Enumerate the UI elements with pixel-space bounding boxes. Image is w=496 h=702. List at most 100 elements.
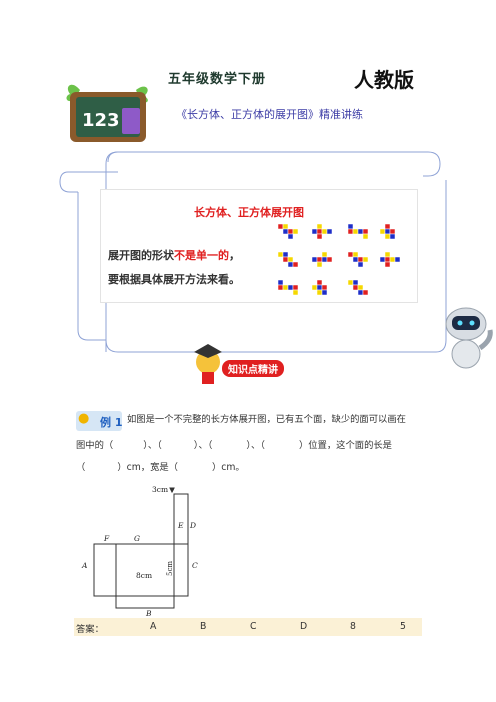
net-square	[384, 251, 391, 258]
net-square	[287, 261, 294, 268]
point-label-B: B	[145, 609, 152, 618]
net-square	[277, 223, 284, 230]
knowledge-banner-label: 知识点精讲	[222, 360, 284, 377]
net-square	[389, 256, 396, 263]
dim-side-label: 5cm	[166, 561, 174, 576]
net-square	[287, 233, 294, 240]
answer-value-1: A	[150, 621, 157, 632]
net-square	[321, 284, 328, 291]
net-square	[316, 256, 323, 263]
net-square	[352, 228, 359, 235]
point-label-D: D	[189, 521, 196, 530]
net-square	[282, 284, 289, 291]
net-square	[311, 284, 318, 291]
net-square	[287, 228, 294, 235]
net-square	[384, 261, 391, 268]
net-square	[292, 284, 299, 291]
net-square	[277, 279, 284, 286]
net-square	[292, 289, 299, 296]
net-square	[292, 228, 299, 235]
grade-title: 五年级数学下册	[168, 72, 267, 87]
net-diagram: 3cm 8cm E D F G A C B 5cm	[81, 485, 198, 618]
teacher-mascot-icon	[194, 344, 222, 384]
net-square	[357, 256, 364, 263]
question-line-1: 如图是一个不完整的长方体展开图，已有五个面，缺少的面可以画在	[127, 414, 406, 425]
face-bottom-strip	[115, 595, 175, 609]
net-square	[316, 228, 323, 235]
dim-bottom-label: 8cm	[136, 571, 152, 580]
net-square	[287, 256, 294, 263]
net-square	[384, 233, 391, 240]
net-square	[362, 228, 369, 235]
net-square	[357, 261, 364, 268]
point-label-F: F	[103, 534, 110, 543]
answer-label: 答案：	[76, 624, 104, 635]
net-square	[394, 256, 401, 263]
net-square	[362, 256, 369, 263]
robot-mascot-icon	[445, 307, 493, 369]
face-left	[93, 543, 117, 597]
net-square	[321, 228, 328, 235]
net-square	[362, 233, 369, 240]
net-square	[389, 228, 396, 235]
net-square	[282, 251, 289, 258]
net-square	[384, 256, 391, 263]
net-square	[389, 233, 396, 240]
net-square	[316, 279, 323, 286]
net-square	[316, 289, 323, 296]
net-square	[347, 251, 354, 258]
net-square	[347, 228, 354, 235]
net-square	[347, 223, 354, 230]
edition-label: 人教版	[354, 68, 414, 92]
net-square	[321, 256, 328, 263]
lightbulb-icon: ●	[78, 411, 90, 426]
net-square	[357, 228, 364, 235]
face-right-strip	[173, 543, 189, 597]
answer-value-4: D	[300, 621, 308, 632]
example-label: 例 1	[100, 416, 123, 429]
dim-top-label: 3cm	[152, 485, 168, 494]
point-label-G: G	[134, 534, 140, 543]
blackboard-123-icon: 123	[66, 84, 148, 142]
net-square	[311, 228, 318, 235]
net-square	[357, 289, 364, 296]
net-square	[352, 279, 359, 286]
point-label-A: A	[81, 561, 88, 570]
net-square	[321, 289, 328, 296]
question-line-3: （）cm，宽是（）cm。	[76, 462, 245, 473]
point-label-C: C	[192, 561, 198, 570]
panel-title: 长方体、正方体展开图	[194, 206, 304, 219]
point-label-E: E	[177, 521, 184, 530]
example-badge	[76, 411, 122, 431]
net-square	[352, 256, 359, 263]
net-square	[282, 256, 289, 263]
net-square	[384, 228, 391, 235]
net-square	[347, 279, 354, 286]
net-square	[287, 284, 294, 291]
net-square	[321, 251, 328, 258]
net-square	[311, 256, 318, 263]
net-square	[379, 228, 386, 235]
net-square	[326, 228, 333, 235]
intro-panel	[100, 189, 418, 303]
net-square	[316, 284, 323, 291]
net-square	[352, 284, 359, 291]
net-square	[282, 223, 289, 230]
net-square	[352, 251, 359, 258]
question-line-2: 图中的（）、（）、（）、（）位置，这个面的长是	[76, 440, 392, 451]
net-square	[326, 256, 333, 263]
badge-digits: 123	[82, 110, 120, 131]
net-square	[379, 256, 386, 263]
net-square	[362, 289, 369, 296]
net-square	[277, 251, 284, 258]
net-square	[384, 223, 391, 230]
net-square	[282, 228, 289, 235]
net-square	[316, 261, 323, 268]
net-square	[357, 284, 364, 291]
net-square	[316, 223, 323, 230]
scroll-frame	[59, 151, 447, 353]
answer-value-3: C	[250, 621, 257, 632]
answer-value-6: 5	[400, 621, 406, 632]
answer-bar: 答案： A B C D 8 5	[74, 618, 422, 636]
cube-nets-illustration	[277, 223, 401, 296]
